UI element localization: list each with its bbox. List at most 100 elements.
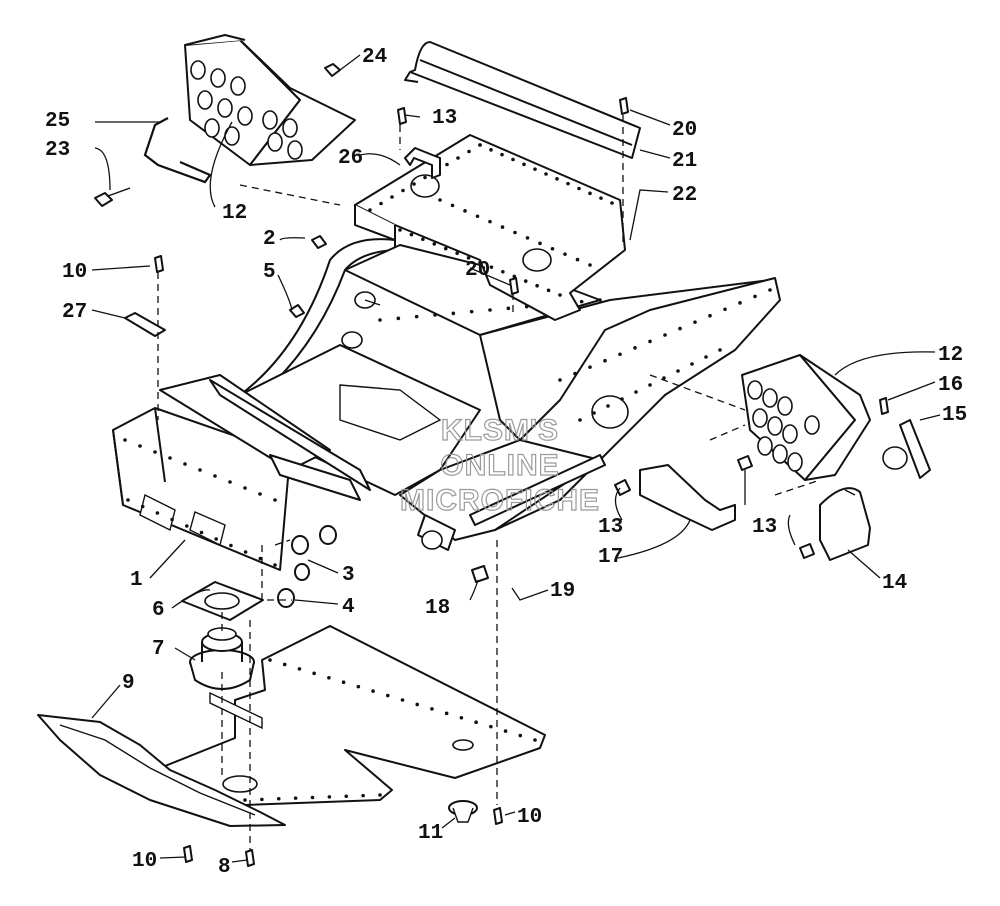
rivet-dot [474, 720, 478, 725]
rivet-dot [588, 365, 592, 369]
bracket-hole [204, 118, 220, 138]
callout-10-left: 10 [132, 850, 157, 873]
rear-bracket [404, 41, 641, 159]
rivet-dot [170, 517, 174, 522]
rivet-dot [588, 191, 592, 196]
rivet-dot [258, 556, 263, 561]
rivet-dot [578, 418, 582, 422]
handle-26 [404, 147, 441, 179]
rivet-dot [525, 236, 530, 240]
bracket-hole [230, 76, 246, 96]
bracket-hole [224, 126, 240, 146]
callout-14: 14 [882, 572, 907, 595]
rivet-dot [155, 511, 160, 515]
rivet-dot [268, 658, 272, 662]
callout-11: 11 [418, 822, 443, 845]
callout-25: 25 [45, 110, 70, 133]
callout-10-top: 10 [62, 261, 87, 284]
bracket-hole [804, 415, 820, 435]
callout-7: 7 [152, 638, 165, 661]
rivet-dot [438, 198, 442, 202]
rivet-dot [213, 474, 217, 478]
callout-22: 22 [672, 184, 697, 207]
rivet-dot [603, 358, 607, 363]
rivet-dot [563, 252, 567, 256]
rivet-dot [500, 152, 504, 157]
rivet-dot [451, 311, 456, 316]
rivet-dot [456, 156, 460, 160]
rivet-dot [409, 232, 414, 237]
bracket-hole [752, 408, 768, 428]
rivet-dot [599, 196, 603, 200]
rivet-dot [634, 390, 638, 394]
rivet-dot [293, 796, 298, 800]
rivet-dot [421, 237, 425, 242]
rivet-dot [500, 225, 505, 229]
callout-2: 2 [263, 228, 276, 251]
tab-27 [124, 312, 166, 337]
rivet-dot [243, 550, 248, 554]
rivet-dot [183, 462, 187, 466]
rivet-dot [282, 662, 287, 667]
rivet-dot [443, 246, 448, 251]
rivet-dot [243, 798, 247, 802]
bracket-hole [772, 444, 788, 464]
rivet-dot [273, 563, 277, 567]
rivet-dot [648, 339, 652, 344]
rivet-dot [718, 348, 722, 352]
rivet-dot [663, 333, 667, 337]
callout-18: 18 [425, 597, 450, 620]
rivet-dot [522, 162, 526, 167]
bracket-hole [262, 110, 278, 130]
rivet-dot [523, 279, 528, 283]
rivet-dot [469, 309, 474, 314]
rivet-dot [415, 702, 420, 707]
callout-27: 27 [62, 301, 87, 324]
callout-12-right: 12 [938, 344, 963, 367]
callout-13-top: 13 [432, 107, 457, 130]
plate-15 [899, 419, 931, 479]
rivet-dot [506, 306, 511, 311]
bracket-hole [787, 452, 803, 472]
bracket-hole [287, 140, 303, 160]
rivet-dot [423, 175, 427, 180]
rivet-dot [579, 299, 584, 304]
bracket-hole [237, 106, 253, 126]
rivet-dot [555, 177, 559, 181]
rivet-dot [273, 498, 277, 502]
rivet-dot [648, 383, 652, 387]
rivet-dot [533, 738, 537, 742]
rivet-dot [511, 157, 515, 162]
footrest-bracket-left [184, 34, 356, 166]
rivet-dot [501, 269, 505, 274]
rivet-dot [433, 313, 437, 317]
rivet-dot [676, 369, 680, 373]
rivet-dot [475, 214, 480, 219]
rivet-dot [412, 182, 416, 186]
rivet-dot [478, 260, 482, 265]
rivet-dot [445, 162, 449, 167]
rivet-dot [390, 195, 394, 199]
rivet-dot [168, 456, 172, 460]
callout-3: 3 [342, 564, 355, 587]
rivet-dot [513, 230, 517, 235]
rivet-dot [414, 314, 419, 319]
bracket-hole [782, 424, 798, 444]
rivet-dot [430, 707, 434, 711]
rivet-dot [577, 186, 581, 191]
rivet-dot [738, 301, 742, 305]
watermark-line-1: KLSM'S [441, 414, 559, 447]
rivet-dot [198, 468, 202, 472]
rivet-dot [459, 715, 464, 720]
rivet-dot [489, 265, 494, 269]
rivet-dot [258, 492, 262, 496]
rivet-dot [466, 256, 471, 260]
bracket-hole [762, 388, 778, 408]
bracket-hole [267, 132, 283, 152]
chassis-frame [112, 238, 781, 571]
rivet-dot [575, 257, 580, 262]
rivet-dot [450, 203, 455, 208]
callout-labels: 24 25 23 12 13 26 20 21 22 2 5 20 10 27 … [45, 46, 967, 879]
bracket-hole [747, 380, 763, 400]
